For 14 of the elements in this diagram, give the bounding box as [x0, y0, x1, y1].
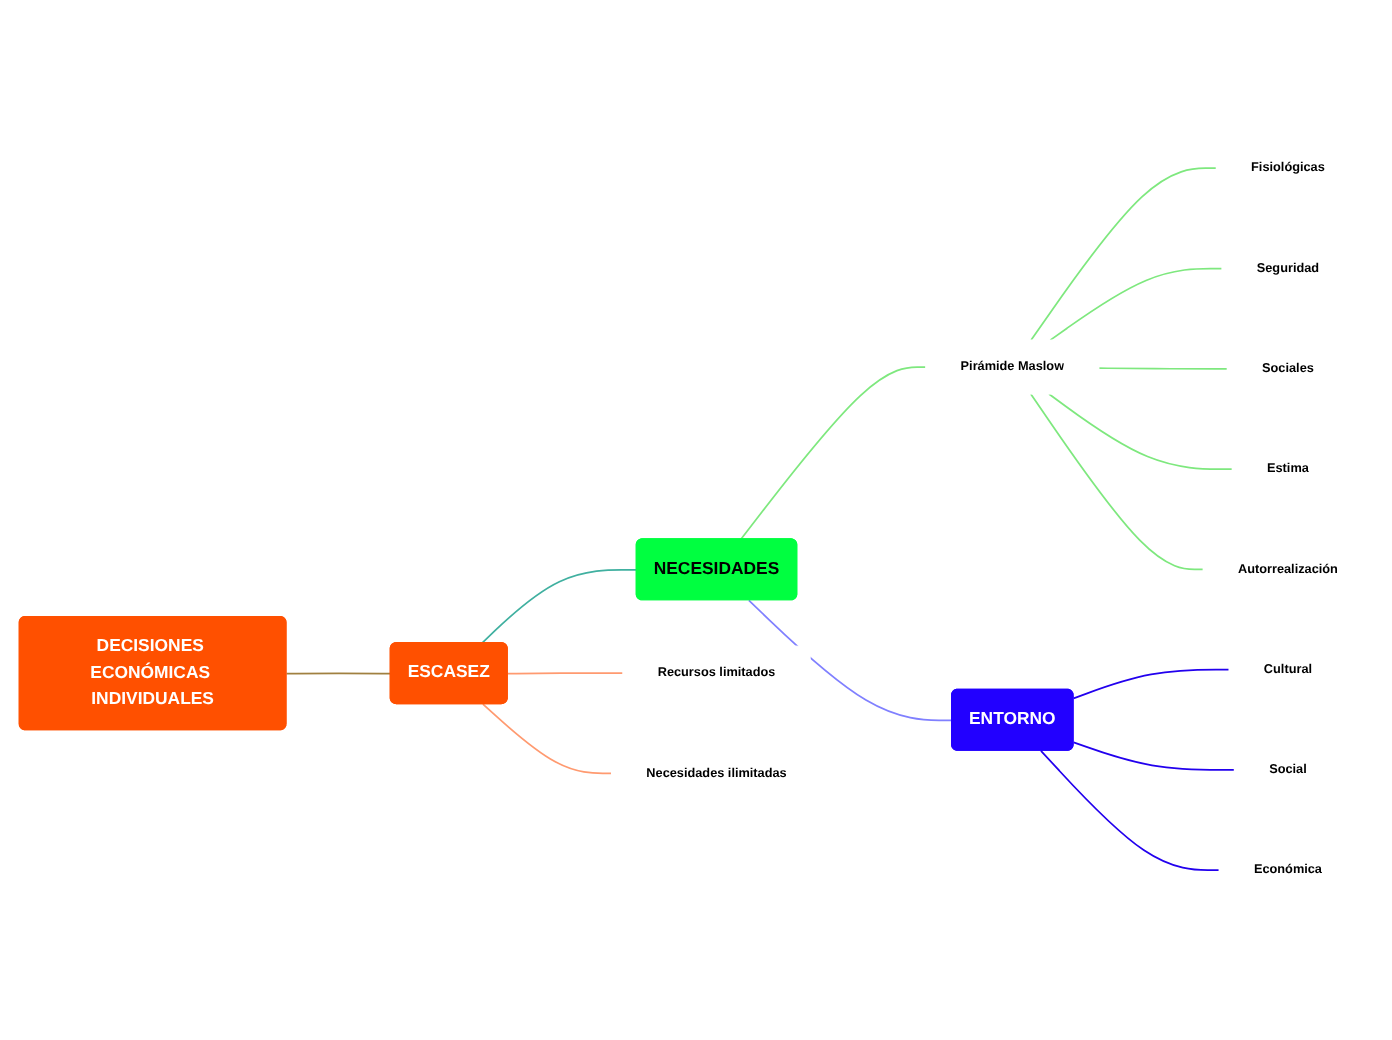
- connector: [1098, 368, 1229, 371]
- connector: [1029, 393, 1205, 571]
- connector: [506, 673, 624, 676]
- connector: [1049, 268, 1223, 342]
- connector: [285, 673, 392, 676]
- connector: [1072, 669, 1230, 701]
- connector: [482, 704, 613, 776]
- connector: [1030, 168, 1218, 342]
- connector: [1048, 393, 1234, 471]
- connector: [1040, 750, 1220, 872]
- connector: [748, 600, 954, 722]
- connector: [739, 366, 927, 542]
- connector: [480, 569, 638, 645]
- connector: [1072, 742, 1236, 772]
